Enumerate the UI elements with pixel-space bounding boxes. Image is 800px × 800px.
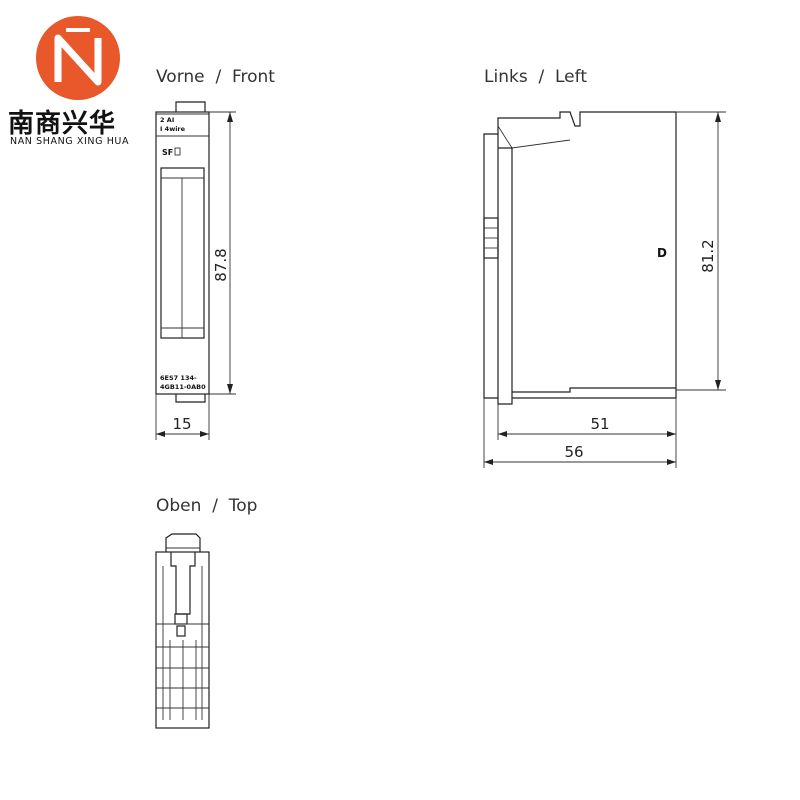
top-view [155, 533, 210, 729]
front-view: 2 AI I 4wire SF 6ES7 134- 4GB11-0AB0 [155, 101, 210, 403]
front-width-value: 15 [172, 415, 191, 433]
part-number-line2: 4GB11-0AB0 [160, 383, 206, 391]
top-view-label: Oben / Top [156, 496, 257, 516]
front-height-value: 87.8 [212, 248, 230, 281]
front-view-label: Vorne / Front [156, 67, 275, 87]
brand-name-cn: 南商兴华 [8, 109, 117, 139]
rail-plate [483, 133, 499, 399]
side-depth-outer-dimension: 56 [483, 398, 676, 468]
sf-led-icon [174, 147, 181, 156]
module-type-line2: I 4wire [160, 125, 186, 133]
terminal-grid [156, 623, 209, 720]
front-width-dimension: 15 [155, 394, 210, 440]
top-module-body [155, 551, 210, 729]
side-depth-outer-value: 56 [564, 443, 583, 461]
left-view-label: Links / Left [484, 67, 587, 87]
side-depth-inner-dimension: 51 [497, 398, 677, 468]
side-height-value: 81.2 [699, 239, 717, 272]
brand-name-en: NAN SHANG XING HUA [10, 136, 130, 147]
module-type-line1: 2 AI [160, 116, 174, 124]
part-number-line1: 6ES7 134- [160, 374, 197, 382]
side-height-dimension: 81.2 [676, 111, 726, 391]
side-marker: D [657, 246, 667, 260]
side-depth-inner-value: 51 [590, 415, 609, 433]
front-height-dimension: 87.8 [209, 111, 236, 395]
brand-logo: 南商兴华 NAN SHANG XING HUA [0, 0, 150, 150]
front-label-window [160, 167, 205, 339]
sf-led-label: SF [162, 148, 173, 157]
nsxh-logo-icon [36, 16, 120, 100]
front-module-body [155, 111, 210, 395]
side-housing [498, 112, 677, 399]
left-view: D [483, 111, 677, 405]
